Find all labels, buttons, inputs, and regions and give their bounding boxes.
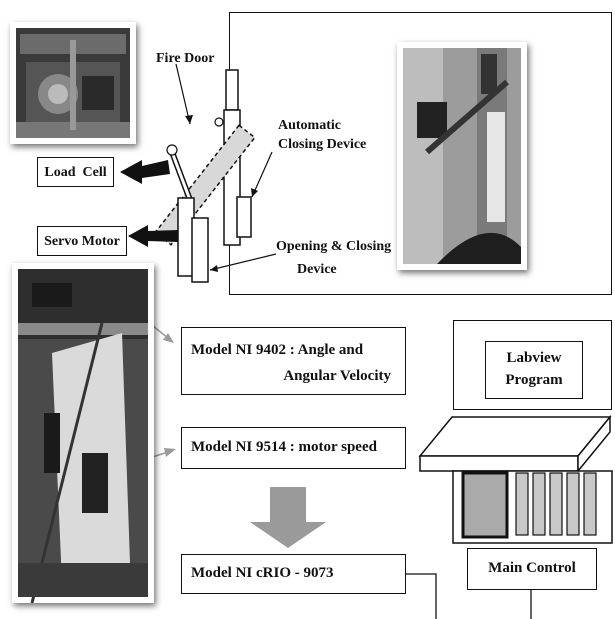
main-control-box: Main Control — [467, 548, 597, 590]
main-control-label: Main Control — [468, 560, 596, 577]
keyboard-shape — [420, 417, 610, 456]
controller-module-main — [463, 473, 507, 537]
